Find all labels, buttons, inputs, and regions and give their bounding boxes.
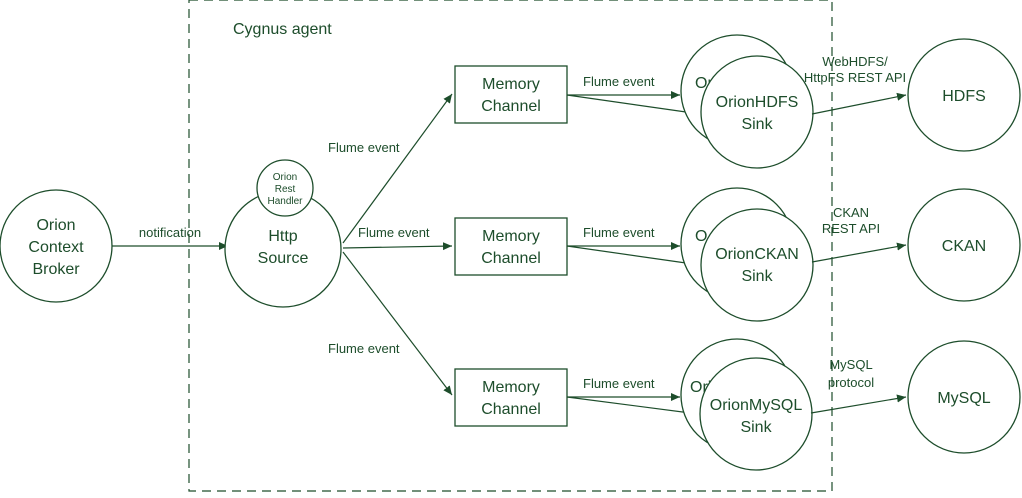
ckan-label: CKAN [942,238,986,255]
flume-edge-to-sink-1: Flume event [566,74,701,117]
ckan-node: CKAN [907,188,1021,302]
orion-label-line-2: Context [28,239,84,256]
orion-context-broker-node: Orion Context Broker [0,189,113,303]
flume-edge-to-channel-2: Flume event [342,225,453,251]
memory-channel-2-label-line-2: Channel [481,250,541,267]
flume-label-to-channel-3: Flume event [328,341,400,356]
mysql-sink-label-line-2: Sink [740,419,772,436]
hdfs-sink-label-line-2: Sink [741,116,773,133]
flume-label-to-channel-1: Flume event [328,140,400,155]
ckan-api-label-line-1: CKAN [833,205,869,220]
http-source-label-line-1: Http [268,228,297,245]
orion-ckan-sink-node: O OrionCKAN Sink [680,187,814,322]
ckan-sink-label-line-1: OrionCKAN [715,246,799,263]
orion-label-line-1: Orion [36,217,75,234]
memory-channel-3-label-line-2: Channel [481,401,541,418]
orion-mysql-sink-node: Ori OrionMySQL Sink [680,338,813,471]
hdfs-node: HDFS [907,38,1021,152]
cygnus-agent-boundary [188,0,833,492]
hdfs-sink-label-line-1: OrionHDFS [716,94,799,111]
memory-channel-2: Memory Channel [454,217,568,276]
orion-rest-handler-node: Orion Rest Handler [256,159,314,217]
orion-label-line-3: Broker [32,261,80,278]
http-source-node: Http Source [224,190,342,308]
mysql-label: MySQL [937,390,990,407]
flume-label-to-sink-3: Flume event [583,376,655,391]
mysql-protocol-edge: MySQL protocol [810,357,907,414]
ckan-sink-back-label: O [695,228,707,245]
memory-channel-2-label-line-1: Memory [482,228,540,245]
ckan-api-label-line-2: REST API [822,221,880,236]
mysql-node: MySQL [907,340,1021,454]
ckan-sink-label-line-2: Sink [741,268,773,285]
flume-label-to-sink-2: Flume event [583,225,655,240]
mysql-sink-label-line-1: OrionMySQL [710,397,803,414]
hdfs-sink-front-circle [700,55,814,169]
cygnus-agent-title: Cygnus agent [233,21,332,38]
rest-handler-label-line-3: Handler [267,196,303,207]
memory-channel-3-label-line-1: Memory [482,379,540,396]
http-source-label-line-2: Source [258,250,309,267]
memory-channel-1-label-line-2: Channel [481,98,541,115]
memory-channel-1: Memory Channel [454,65,568,124]
webhdfs-edge: WebHDFS/ HttpFS REST API [804,54,906,115]
flume-edge-to-channel-3: Flume event [328,251,453,396]
ckan-api-edge: CKAN REST API [811,205,907,263]
notification-edge: notification [112,225,228,250]
rest-handler-label-line-1: Orion [273,172,297,183]
flume-edge-to-channel-1: Flume event [328,93,453,244]
rest-handler-label-line-2: Rest [275,184,296,195]
flume-edge-to-sink-3: Flume event [566,376,699,417]
memory-channel-1-label-line-1: Memory [482,76,540,93]
hdfs-label: HDFS [942,88,986,105]
flume-label-to-sink-1: Flume event [583,74,655,89]
orion-hdfs-sink-node: Or OrionHDFS Sink [680,34,814,169]
notification-label: notification [139,225,201,240]
webhdfs-label-line-2: HttpFS REST API [804,70,906,85]
memory-channel-3: Memory Channel [454,368,568,427]
flume-edge-to-sink-2: Flume event [566,225,701,268]
mysql-protocol-label-line-1: MySQL [829,357,872,372]
mysql-sink-front-circle [699,357,813,471]
webhdfs-label-line-1: WebHDFS/ [822,54,888,69]
flume-label-to-channel-2: Flume event [358,225,430,240]
mysql-protocol-label-line-2: protocol [828,375,874,390]
ckan-sink-front-circle [700,208,814,322]
